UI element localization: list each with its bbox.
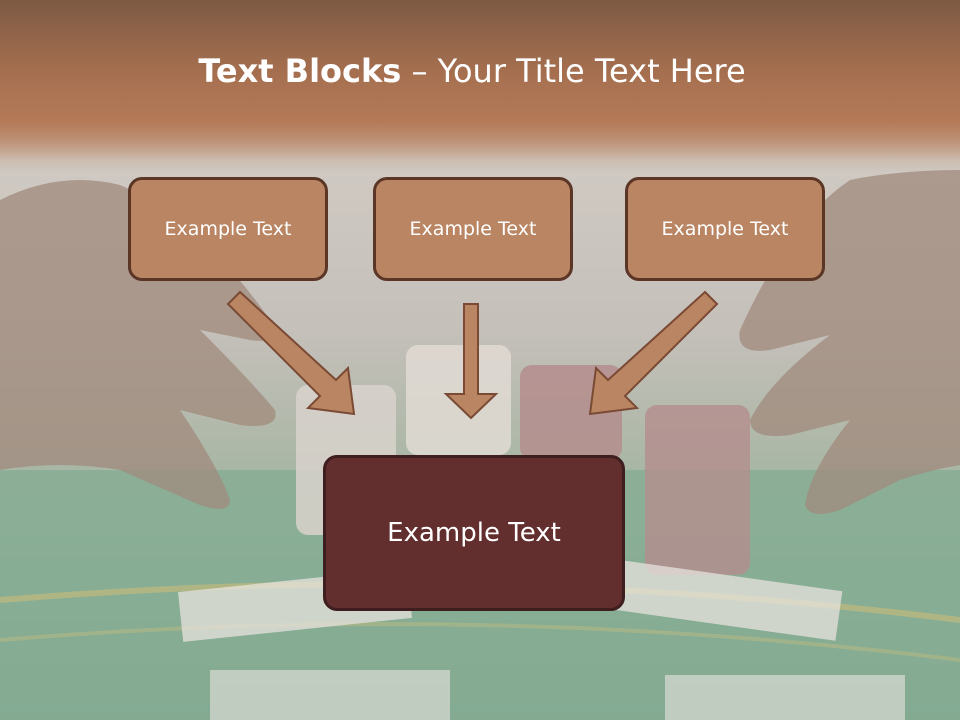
- title-rest: – Your Title Text Here: [401, 52, 746, 90]
- arrow-right-icon: [588, 290, 719, 416]
- arrow-left-icon: [226, 290, 356, 416]
- slide-title: Text Blocks – Your Title Text Here: [0, 52, 944, 90]
- title-band: [0, 0, 960, 160]
- example-box-1[interactable]: Example Text: [128, 177, 328, 281]
- title-bold: Text Blocks: [198, 52, 402, 90]
- example-box-2[interactable]: Example Text: [373, 177, 573, 281]
- arrow-center-icon: [443, 303, 499, 420]
- example-box-3[interactable]: Example Text: [625, 177, 825, 281]
- main-example-box[interactable]: Example Text: [323, 455, 625, 611]
